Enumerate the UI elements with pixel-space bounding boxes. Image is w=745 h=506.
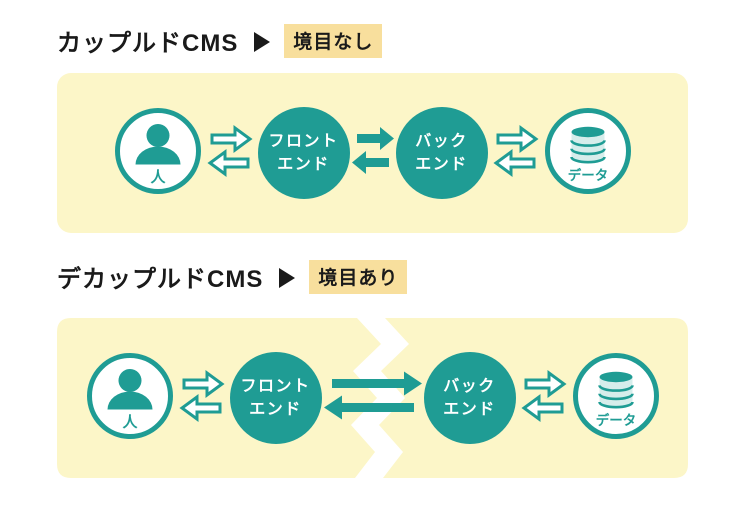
section-title: カップルドCMS [57, 30, 239, 57]
frontend-label-line1: フロント [268, 132, 339, 150]
section-title: デカップルドCMS [57, 266, 264, 293]
frontend-label-line2: エンド [249, 401, 302, 418]
decoupled-diagram-row: 人 フロント エンド バック エンド [57, 318, 688, 478]
pointer-triangle-icon [279, 267, 296, 288]
decoupled-title-row: デカップルドCMS 境目あり [57, 259, 408, 294]
arrow-right-icon [356, 126, 394, 150]
backend-node: バック エンド [395, 107, 488, 199]
frontend-label-line2: エンド [277, 156, 330, 173]
exchange-arrows-solid [323, 369, 422, 428]
backend-node: バック エンド [423, 352, 516, 444]
arrow-right-icon [496, 124, 539, 153]
arrow-left-icon [323, 395, 414, 419]
exchange-arrows-outline [206, 124, 253, 183]
frontend-label-line1: フロント [240, 377, 311, 395]
database-label: データ [567, 167, 608, 183]
arrow-left-icon [206, 148, 249, 177]
coupled-diagram-row: 人 フロント エンド バック エンド [57, 73, 688, 233]
decoupled-panel: 人 フロント エンド バック エンド [57, 318, 688, 478]
database-icon: データ [544, 107, 632, 200]
exchange-arrows-outline [178, 369, 225, 428]
arrow-left-icon [520, 393, 563, 422]
arrow-right-icon [210, 124, 253, 153]
arrow-right-icon [524, 369, 567, 398]
frontend-node: フロント エンド [229, 352, 322, 444]
backend-label-line1: バック [415, 132, 468, 150]
database-label: データ [595, 412, 636, 428]
arrow-right-icon [331, 371, 422, 395]
backend-label-line1: バック [443, 377, 496, 395]
arrow-left-icon [351, 150, 389, 174]
person-icon: 人 [86, 352, 174, 445]
backend-label-line2: エンド [443, 401, 496, 418]
person-label: 人 [122, 414, 138, 431]
exchange-arrows-outline [492, 124, 539, 183]
arrow-right-icon [182, 369, 225, 398]
pointer-triangle-icon [254, 31, 271, 52]
coupled-title-row: カップルドCMS 境目なし [57, 23, 383, 58]
frontend-node: フロント エンド [257, 107, 350, 199]
arrow-left-icon [492, 148, 535, 177]
database-icon: データ [572, 352, 660, 445]
boundary-tag: 境目なし [284, 23, 383, 58]
person-label: 人 [150, 169, 166, 186]
coupled-panel: 人 フロント エンド バック エンド [57, 73, 688, 233]
person-icon: 人 [114, 107, 202, 200]
exchange-arrows-solid [351, 124, 394, 183]
arrow-left-icon [178, 393, 221, 422]
backend-label-line2: エンド [415, 156, 468, 173]
boundary-tag: 境目あり [309, 259, 408, 294]
exchange-arrows-outline [520, 369, 567, 428]
